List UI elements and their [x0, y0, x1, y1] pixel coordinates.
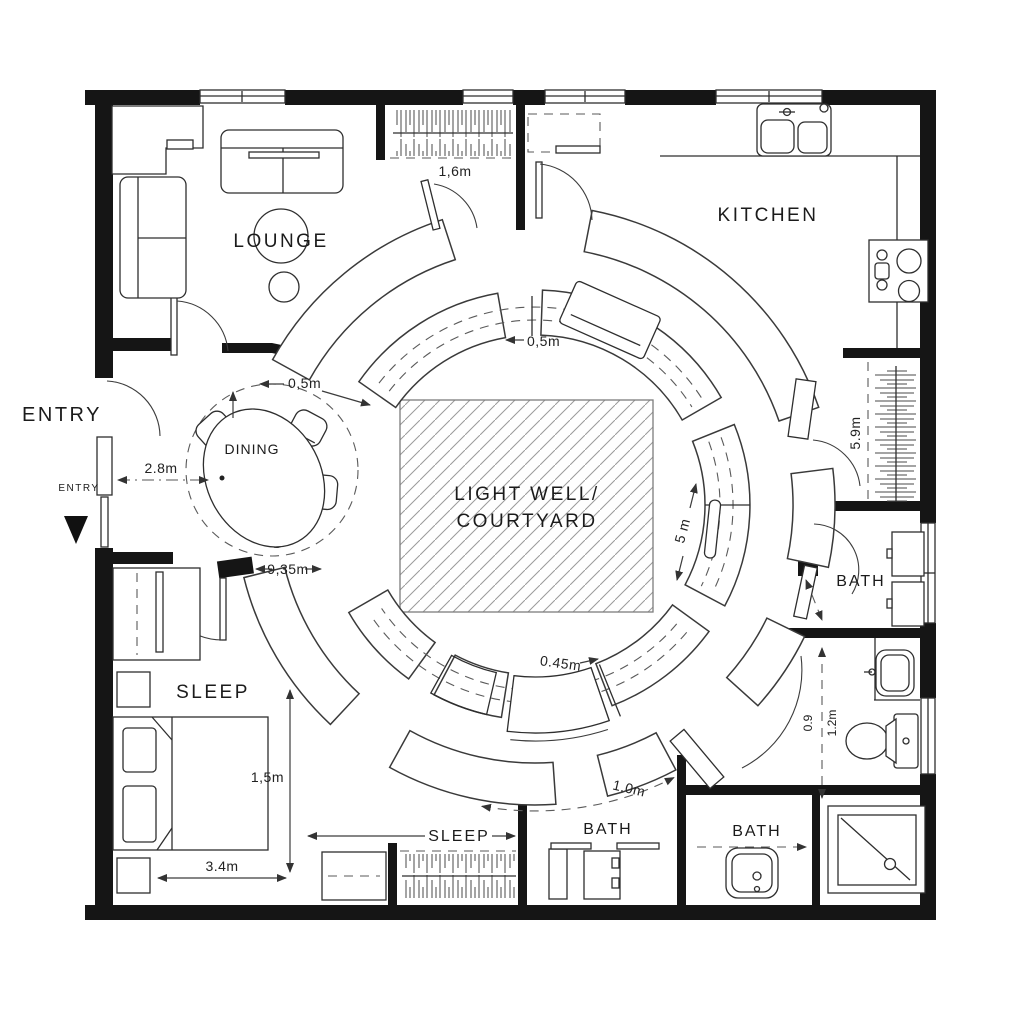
dim-wc-b: 1.2m	[825, 710, 839, 737]
toilet-bath: 0.9 1.2m	[801, 638, 920, 799]
kitchen-label: KITCHEN	[718, 205, 819, 226]
dim-wc-a: 0.9	[801, 714, 815, 731]
sleep-second-label: SLEEP	[428, 828, 490, 845]
dim-bath-center: 1.0m	[611, 777, 647, 800]
dim-ring-bottom: 0.45m	[539, 652, 582, 674]
dim-sleep-depth: 1,5m	[251, 769, 284, 785]
courtyard-label-line1: LIGHT WELL/	[454, 484, 599, 505]
bath-center: 1.0m BATH	[480, 777, 675, 900]
bath-center-label: BATH	[583, 821, 632, 838]
curved-bench-northeast	[559, 280, 661, 360]
corner-cabinet	[111, 105, 204, 175]
dim-node	[219, 475, 225, 481]
dim-pantry: 5.9m	[847, 416, 863, 449]
interior-walls	[95, 98, 936, 905]
sink-south	[725, 847, 779, 899]
curved-cabinet-south	[506, 666, 611, 734]
dashed-dresser	[321, 851, 387, 901]
kitchen: KITCHEN	[527, 103, 929, 348]
ring-fittings	[429, 280, 722, 742]
dim-ring-top: 0,5m	[527, 333, 560, 349]
window-top-left	[199, 89, 286, 104]
entry-door-label: ENTRY	[58, 483, 99, 494]
pantry: 5.9m	[847, 362, 916, 503]
cooktop	[868, 239, 929, 303]
dashed-cabinet	[527, 113, 601, 154]
shower	[827, 805, 926, 894]
closet-doors	[420, 161, 593, 231]
ring-dimensions: 0,5m 0.45m 5 m	[505, 296, 698, 674]
window-top-middle	[544, 89, 626, 104]
courtyard: LIGHT WELL/ COURTYARD	[399, 399, 654, 613]
dim-dining-width: 9,35m	[267, 561, 308, 577]
dining-table	[202, 408, 326, 548]
stool	[268, 271, 300, 303]
bed	[112, 716, 269, 851]
lounge: LOUNGE	[111, 105, 344, 303]
closet-top: 1,6m	[390, 110, 514, 179]
dim-ring-east: 5 m	[671, 517, 693, 545]
dim-closet-top: 1,6m	[438, 163, 471, 179]
shelf-hatch	[874, 368, 916, 502]
entry-direction-marker	[64, 516, 88, 544]
east-door	[787, 378, 861, 487]
curved-cabinet-south-edge	[510, 728, 609, 742]
sleep-second: SLEEP	[307, 828, 516, 901]
window-top-right	[715, 89, 823, 104]
entry-label: ENTRY	[22, 404, 102, 426]
nightstand-bottom	[116, 857, 151, 894]
window-top-center	[462, 89, 514, 104]
southeast-door	[669, 655, 803, 790]
lounge-door	[170, 296, 229, 356]
sofa-left	[119, 176, 187, 299]
corridor-outer-ring	[242, 209, 836, 806]
bath-east-label: BATH	[836, 573, 885, 590]
sink	[864, 649, 915, 697]
dining-label: DINING	[225, 441, 280, 457]
double-sink	[756, 103, 832, 157]
lounge-label: LOUNGE	[233, 231, 328, 252]
bath-south: BATH	[697, 823, 807, 899]
bath-east: BATH	[805, 531, 925, 627]
wardrobe	[112, 567, 201, 661]
dim-entry-dining: 2.8m	[144, 460, 177, 476]
vanity	[886, 531, 925, 627]
sleep-main: SLEEP 1,5m 3.4m	[112, 567, 294, 894]
dim-sleep-width: 3.4m	[205, 858, 238, 874]
sofa-top	[220, 129, 344, 194]
entry-door	[96, 380, 161, 548]
dim-dining-offset: 0,5m	[288, 375, 321, 391]
courtyard-hatch	[399, 399, 654, 613]
sleep-main-label: SLEEP	[176, 682, 250, 703]
curved-shelf-east	[703, 499, 722, 559]
cabinet-appliance	[166, 139, 194, 150]
window-right-wc	[920, 697, 936, 775]
dim-bath-arc	[480, 777, 675, 812]
entry: ENTRY ENTRY 2.8m	[22, 404, 209, 544]
curved-frame-southwest	[429, 654, 498, 716]
toilet	[845, 713, 919, 769]
nightstand-top	[116, 671, 151, 708]
bath-south-label: BATH	[732, 823, 781, 840]
courtyard-label-line2: COURTYARD	[456, 511, 597, 532]
dining: DINING 0,5m 9,35m	[185, 375, 371, 577]
round-table	[253, 208, 309, 264]
